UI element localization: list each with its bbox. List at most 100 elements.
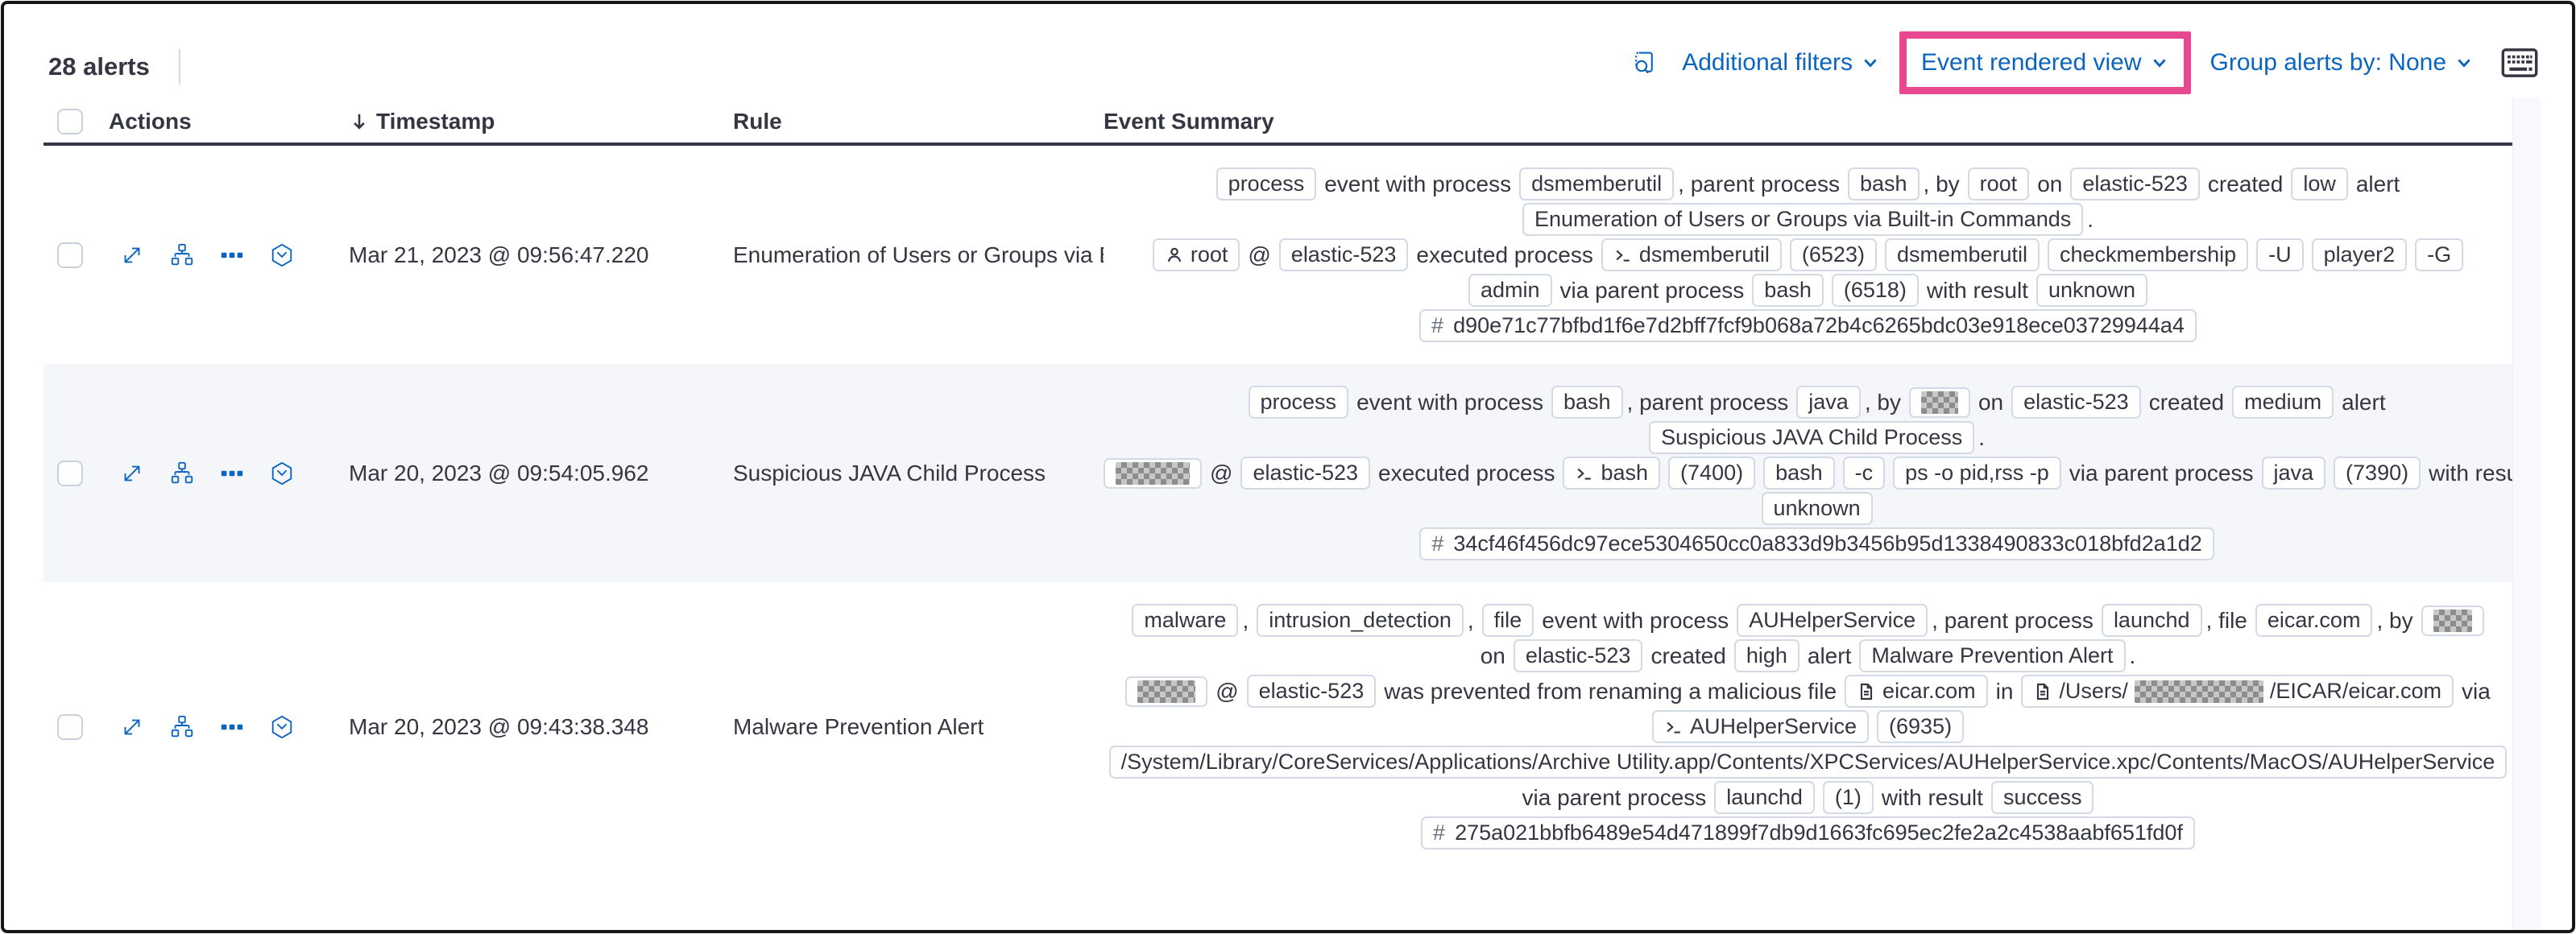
summary-text: . [2129,643,2136,668]
field-badge[interactable]: root [1152,238,1240,271]
select-all-checkbox[interactable] [57,109,83,134]
field-badge[interactable]: unknown [1761,492,1873,525]
analyze-event-icon[interactable] [168,242,196,269]
field-badge[interactable]: launchd [2101,604,2202,637]
field-badge[interactable]: /System/Library/CoreServices/Application… [1108,746,2508,779]
field-badge[interactable]: dsmemberutil [1601,238,1782,271]
field-badge[interactable]: #275a021bbfb6489e54d471899f7db9d1663fc69… [1421,816,2195,849]
more-actions-icon[interactable] [218,713,246,741]
field-badge[interactable] [2421,605,2484,636]
field-badge[interactable]: Enumeration of Users or Groups via Built… [1522,203,2084,236]
field-badge[interactable]: launchd [1714,781,1815,814]
summary-text: via parent process [1559,277,1745,303]
field-badge[interactable]: ps -o pid,rss -p [1893,457,2061,490]
field-badge[interactable]: admin [1468,274,1552,307]
keyboard-icon[interactable] [2501,48,2538,78]
group-alerts-by-button[interactable]: Group alerts by: None [2210,49,2474,76]
field-badge[interactable]: (6518) [1831,274,1919,307]
field-badge[interactable]: Malware Prevention Alert [1859,639,2126,672]
field-badge[interactable]: process [1248,386,1349,419]
field-badge[interactable]: (1) [1822,781,1874,814]
field-badge[interactable]: success [1990,781,2094,814]
field-badge[interactable]: Suspicious JAVA Child Process [1649,421,1975,454]
field-badge[interactable]: bash [1551,386,1623,419]
field-badge[interactable]: unknown [2036,274,2148,307]
field-badge[interactable]: elastic-523 [2070,167,2200,200]
investigate-in-timeline-icon[interactable] [268,713,296,741]
field-badge[interactable]: elastic-523 [2011,386,2141,419]
field-badge[interactable]: elastic-523 [1240,457,1371,490]
badge-label: (1) [1834,785,1862,809]
field-badge[interactable]: #34cf46f456dc97ece5304650cc0a833d9b3456b… [1419,527,2214,560]
field-badge[interactable]: elastic-523 [1246,675,1377,708]
field-badge[interactable]: elastic-523 [1278,238,1409,271]
field-badge[interactable]: checkmembership [2048,238,2249,271]
additional-filters-button[interactable]: Additional filters [1682,49,1880,76]
field-badge[interactable]: eicar.com [1845,675,1988,708]
field-badge[interactable]: low [2291,167,2348,200]
field-badge[interactable]: -G [2415,238,2464,271]
field-badge[interactable] [1104,457,1202,489]
badge-label: bash [1563,390,1611,414]
field-badge[interactable]: intrusion_detection [1257,604,1464,637]
badge-label: -U [2268,242,2292,267]
field-badge[interactable]: malware [1132,604,1239,637]
field-badge[interactable]: process [1216,167,1317,200]
field-badge[interactable]: dsmemberutil [1519,167,1675,200]
field-badge[interactable]: #d90e71c77bfbd1f6e7d2bff7fcf9b068a72b4c6… [1419,309,2197,342]
vertical-scrollbar[interactable] [2512,97,2541,930]
expand-alert-icon[interactable] [118,242,146,269]
field-badge[interactable]: (6935) [1877,710,1965,743]
more-actions-icon[interactable] [218,242,246,269]
summary-text: , by [1923,171,1960,196]
chevron-down-icon [1861,53,1880,72]
badge-label: (7400) [1680,461,1744,485]
field-badge[interactable]: AUHelperService [1737,604,1928,637]
field-badge[interactable]: high [1733,639,1799,672]
field-badge[interactable]: medium [2232,386,2334,419]
field-badge[interactable]: bash [1847,167,1920,200]
field-badge[interactable]: java [1796,386,1861,419]
field-badge[interactable]: AUHelperService [1651,710,1870,743]
field-badge[interactable]: (6523) [1789,238,1877,271]
field-badge[interactable]: bash [1563,457,1661,490]
column-header-timestamp[interactable]: Timestamp [342,109,733,134]
field-badge[interactable]: /Users//EICAR/eicar.com [2021,675,2454,708]
field-badge[interactable] [1908,386,1970,418]
field-badge[interactable]: (7390) [2334,457,2421,490]
row-checkbox[interactable] [57,242,83,268]
more-actions-icon[interactable] [218,460,246,487]
analyze-event-icon[interactable] [168,713,196,741]
field-badge[interactable]: eicar.com [2255,604,2373,637]
event-rendered-view-button[interactable]: Event rendered view [1921,49,2169,76]
field-badge[interactable]: (7400) [1668,457,1756,490]
summary-text: alert [1807,643,1852,668]
summary-text: , parent process [1678,171,1840,196]
field-badge[interactable] [1125,676,1208,707]
field-badge[interactable]: bash [1752,274,1824,307]
field-badge[interactable]: -U [2256,238,2304,271]
field-badge[interactable]: -c [1842,457,1886,490]
expand-alert-icon[interactable] [118,460,146,487]
investigate-in-timeline-icon[interactable] [268,460,296,487]
field-badge[interactable]: elastic-523 [1513,639,1643,672]
inspect-icon[interactable] [1622,41,1666,85]
field-badge[interactable]: root [1967,167,2030,200]
row-checkbox[interactable] [57,460,83,486]
analyze-event-icon[interactable] [168,460,196,487]
field-badge[interactable]: bash [1763,457,1835,490]
field-badge[interactable]: java [2261,457,2326,490]
event-rendered-view-label: Event rendered view [1921,49,2142,76]
badge-label: 34cf46f456dc97ece5304650cc0a833d9b3456b9… [1453,531,2202,556]
investigate-in-timeline-icon[interactable] [268,242,296,269]
redacted-text [1116,461,1190,485]
field-badge[interactable]: player2 [2311,238,2408,271]
field-badge[interactable]: file [1481,604,1534,637]
badge-label: success [2002,785,2082,809]
field-badge[interactable]: dsmemberutil [1884,238,2040,271]
hash-icon: # [1431,531,1444,556]
row-checkbox[interactable] [57,713,83,740]
expand-alert-icon[interactable] [118,713,146,741]
